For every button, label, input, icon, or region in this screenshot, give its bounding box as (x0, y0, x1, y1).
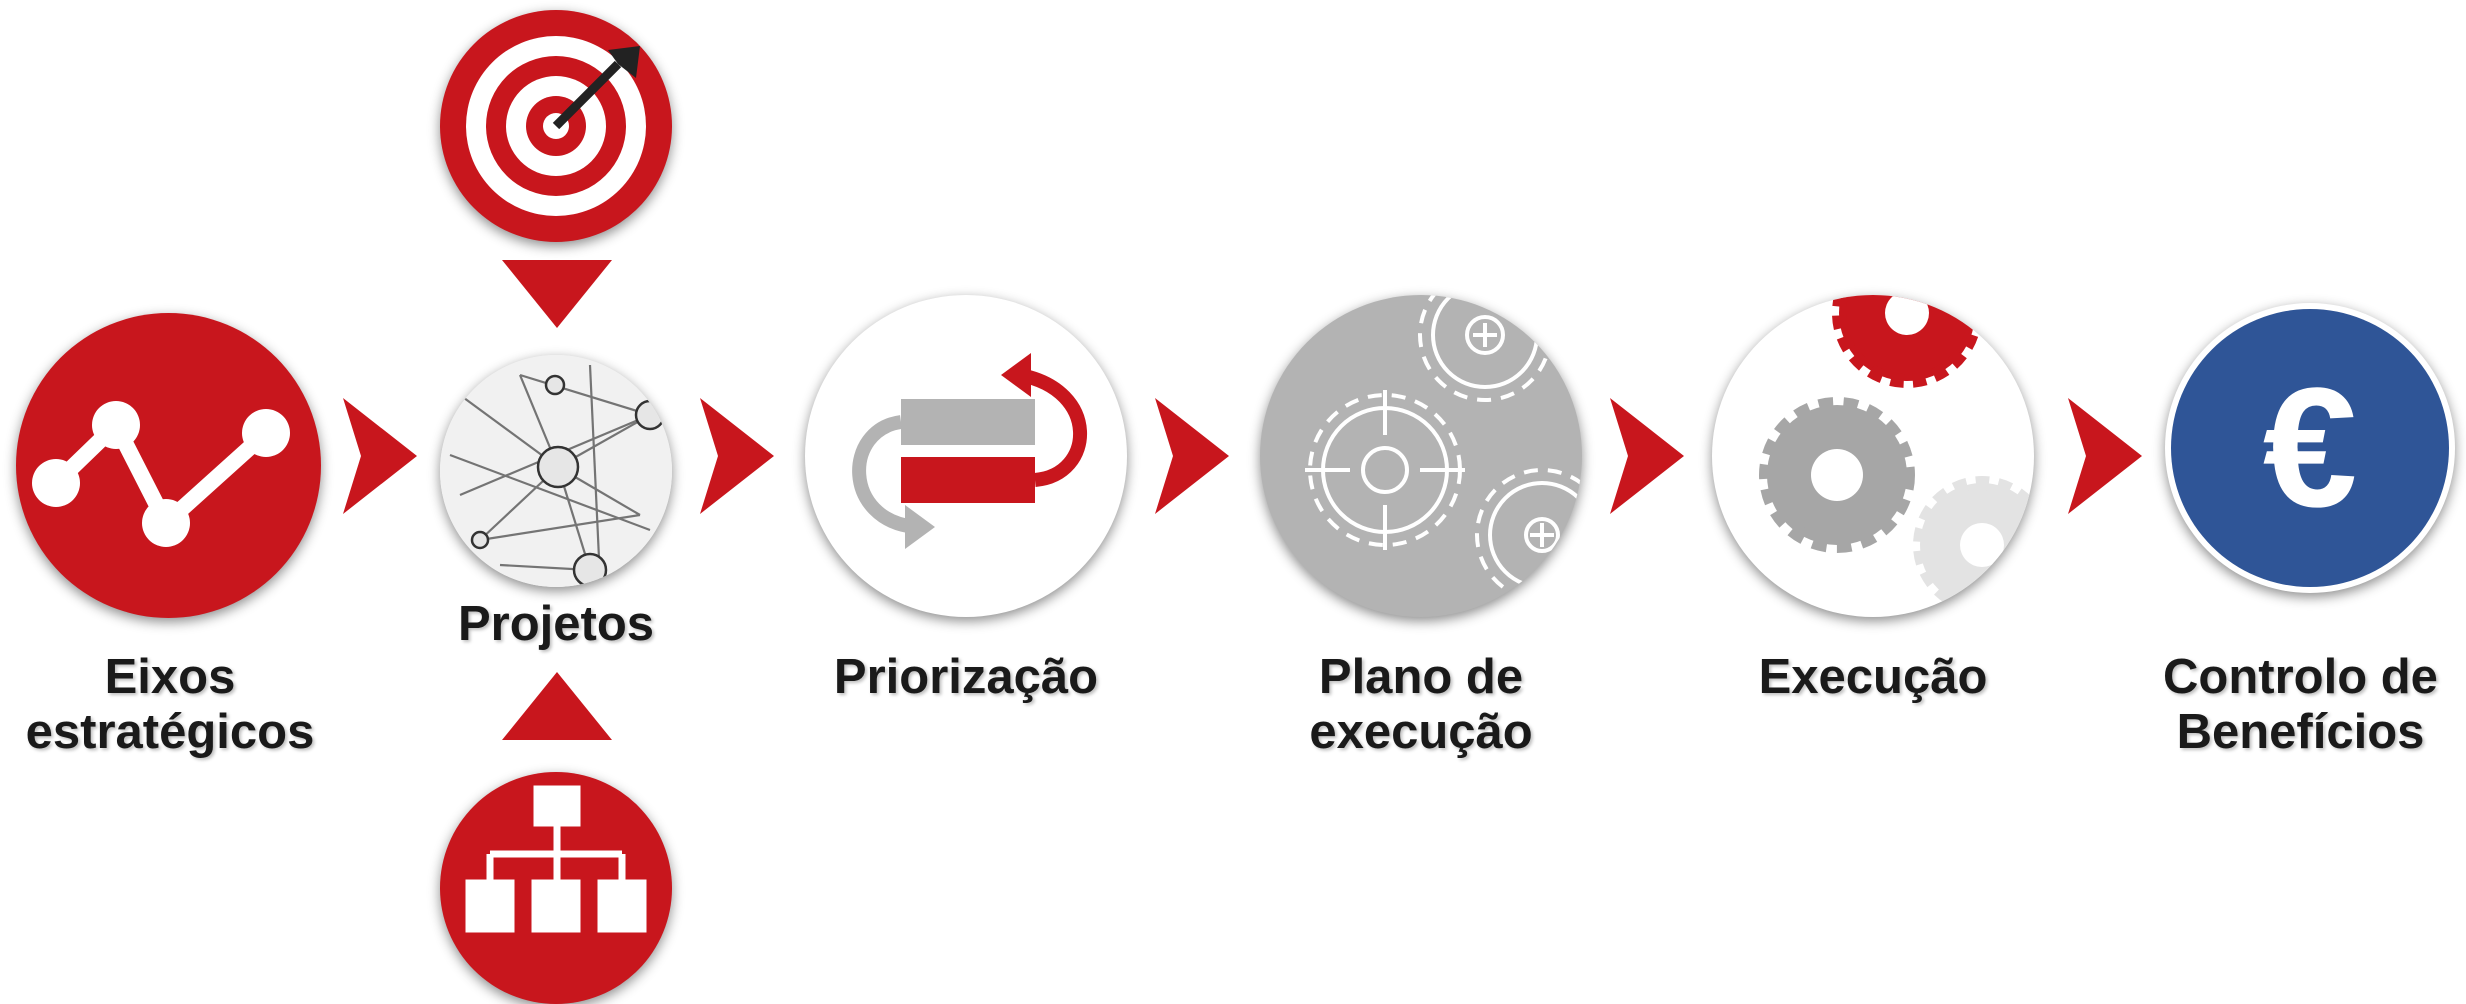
org-chart-input-circle (440, 772, 672, 1004)
step-execucao-circle (1712, 295, 2034, 617)
step-priorizacao-circle (805, 295, 1127, 617)
trend-chart-icon (32, 401, 290, 547)
step-priorizacao-label: Priorização (833, 650, 1099, 704)
step-controlo-beneficios-label: Controlo de Benefícios (2163, 650, 2438, 759)
flow-arrow-2 (700, 398, 774, 514)
step-eixos-estrategicos-circle (16, 313, 321, 618)
flow-arrow-1 (343, 398, 417, 514)
gears-plan-icon (1305, 295, 1582, 602)
step-projetos-label: Projetos (457, 597, 655, 651)
org-chart-icon (465, 785, 647, 933)
network-sketch-icon (440, 355, 672, 587)
gears-execution-icon (1759, 295, 2034, 614)
down-arrow-into-projetos (502, 260, 612, 328)
step-eixos-estrategicos-label: Eixos estratégicos (25, 650, 315, 759)
priority-swap-icon (852, 353, 1087, 549)
flow-arrow-4 (1610, 398, 1684, 514)
up-arrow-into-projetos (502, 672, 612, 740)
euro-icon: € (2171, 309, 2449, 587)
flow-arrow-3 (1155, 398, 1229, 514)
target-icon (466, 36, 646, 216)
step-projetos-circle (440, 355, 672, 587)
step-execucao-label: Execução (1758, 650, 1988, 704)
flow-arrow-5 (2068, 398, 2142, 514)
target-input-circle (440, 10, 672, 242)
step-plano-execucao-circle (1260, 295, 1582, 617)
step-plano-execucao-label: Plano de execução (1309, 650, 1533, 759)
step-controlo-beneficios-circle: € (2165, 303, 2455, 593)
